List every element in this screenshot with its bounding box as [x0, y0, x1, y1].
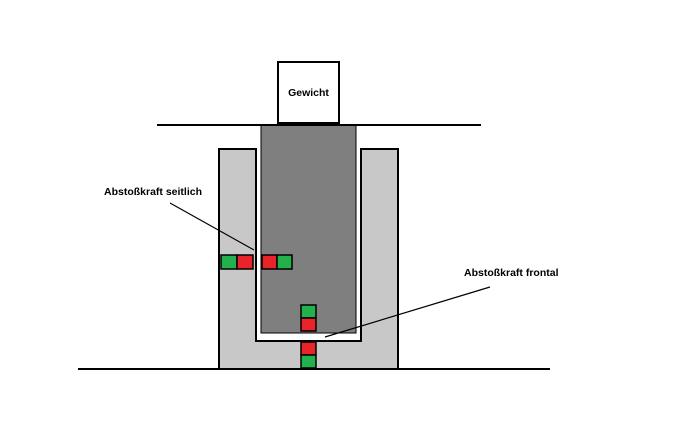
front-magnet-piston-south — [300, 304, 317, 319]
side-magnet-housing-south — [220, 254, 238, 270]
side-magnet-piston-north — [261, 254, 278, 270]
side-force-label: Abstoßkraft seitlich — [104, 186, 202, 198]
front-magnet-piston-north — [300, 317, 317, 332]
side-force-pointer — [169, 202, 255, 251]
side-magnet-housing-north — [236, 254, 254, 270]
weight-label: Gewicht — [288, 87, 329, 99]
side-magnet-piston-south — [276, 254, 293, 270]
front-force-pointer — [324, 286, 491, 338]
piston — [260, 124, 357, 334]
front-magnet-housing-south — [300, 354, 317, 369]
weight-box — [277, 61, 340, 124]
u-housing — [218, 148, 399, 370]
front-force-label: Abstoßkraft frontal — [464, 267, 559, 279]
front-magnet-housing-north — [300, 341, 317, 356]
